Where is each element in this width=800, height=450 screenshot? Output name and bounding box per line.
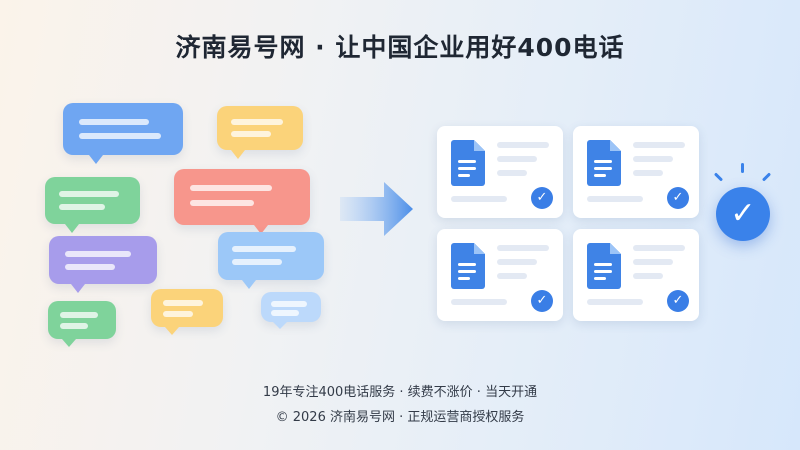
check-circle-icon: ✓ (667, 290, 689, 312)
sparkle-ray (713, 172, 724, 182)
sparkle-ray (741, 163, 744, 173)
page-title: 济南易号网 · 让中国企业用好400电话 (175, 33, 625, 62)
document-card: ✓ (437, 126, 563, 218)
check-circle-icon: ✓ (667, 187, 689, 209)
document-card: ✓ (573, 126, 699, 218)
check-circle-icon: ✓ (716, 187, 770, 241)
document-card: ✓ (437, 229, 563, 321)
chat-bubble-icon (45, 177, 140, 233)
chat-bubble-icon (218, 232, 324, 289)
chat-bubble-icon (151, 289, 223, 335)
chat-bubble-icon (174, 169, 310, 234)
footer-copyright: © 2026 济南易号网 · 正规运营商授权服务 (275, 410, 525, 425)
chat-bubble-icon (63, 103, 183, 164)
document-icon (451, 140, 485, 186)
chat-bubble-icon (261, 292, 321, 329)
check-circle-icon: ✓ (531, 187, 553, 209)
footer-tagline: 19年专注400电话服务 · 续费不涨价 · 当天开通 (262, 385, 538, 400)
chat-bubble-icon (217, 106, 303, 159)
arrow-right-icon (340, 182, 413, 236)
document-icon (587, 140, 621, 186)
sparkle-ray (761, 172, 772, 182)
chat-bubble-icon (49, 236, 157, 293)
chat-bubble-icon (48, 301, 116, 347)
check-circle-icon: ✓ (531, 290, 553, 312)
document-icon (451, 243, 485, 289)
document-icon (587, 243, 621, 289)
document-card: ✓ (573, 229, 699, 321)
